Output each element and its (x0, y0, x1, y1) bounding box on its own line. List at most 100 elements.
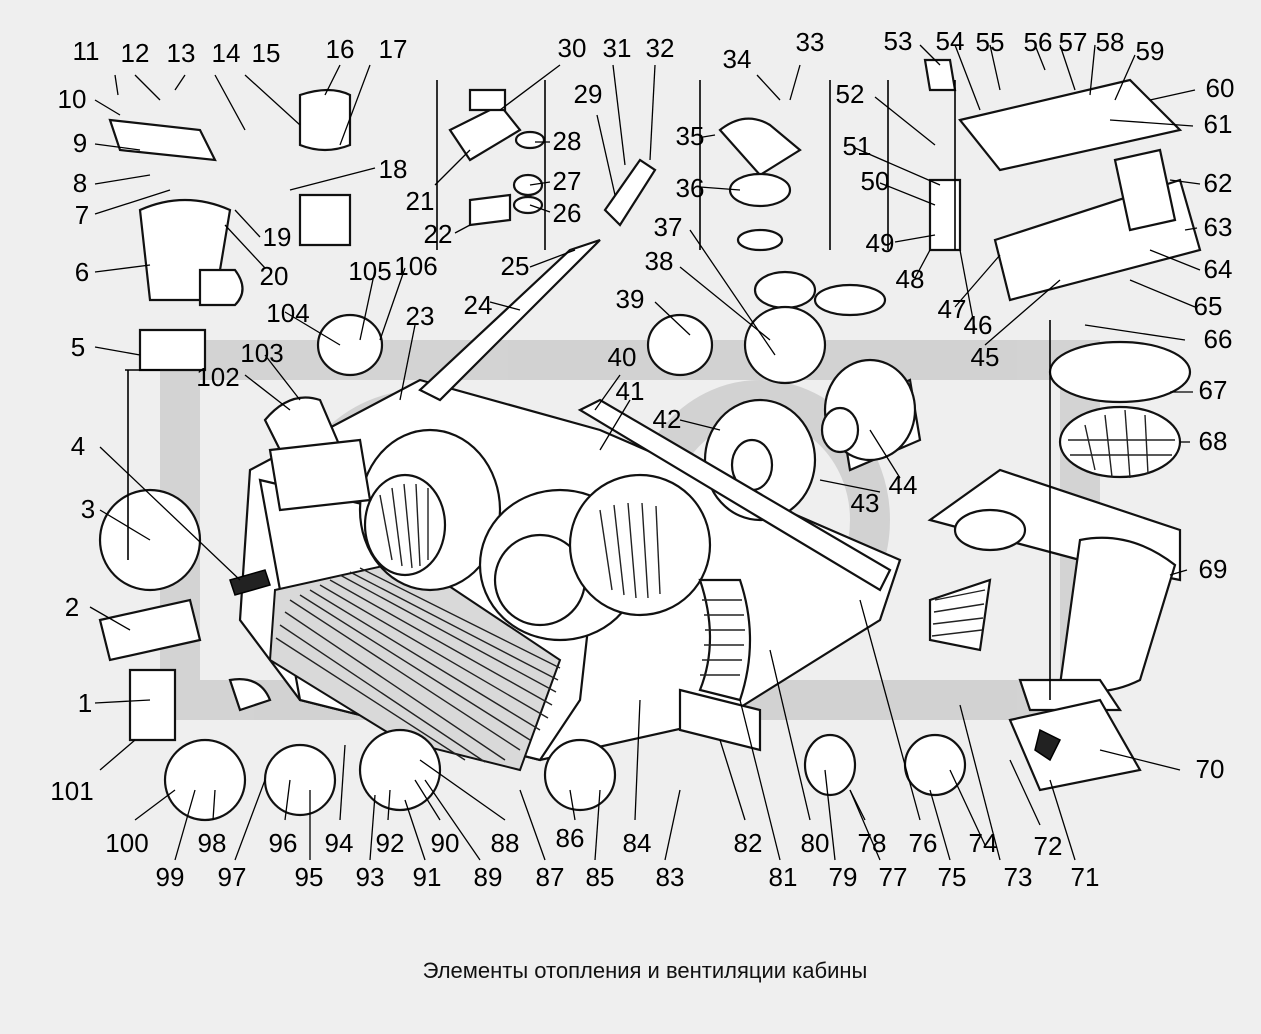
callout-46: 46 (964, 310, 993, 340)
callout-59: 59 (1136, 36, 1165, 66)
callout-79: 79 (829, 862, 858, 892)
leader-lines (89, 44, 1201, 861)
callout-45: 45 (971, 342, 1000, 372)
callout-52: 52 (836, 79, 865, 109)
callout-101: 101 (50, 776, 93, 806)
callout-21: 21 (406, 186, 435, 216)
callout-57: 57 (1059, 27, 1088, 57)
callout-19: 19 (263, 222, 292, 252)
callout-49: 49 (866, 228, 895, 258)
callout-29: 29 (574, 79, 603, 109)
callout-3: 3 (81, 494, 95, 524)
callout-36: 36 (676, 173, 705, 203)
callout-32: 32 (646, 33, 675, 63)
callout-33: 33 (796, 27, 825, 57)
drain-tube (418, 158, 657, 402)
callout-35: 35 (676, 121, 705, 151)
callout-40: 40 (608, 342, 637, 372)
callout-68: 68 (1199, 426, 1228, 456)
callout-47: 47 (938, 294, 967, 324)
callout-20: 20 (260, 261, 289, 291)
callout-11: 11 (73, 36, 100, 66)
callout-6: 6 (75, 257, 89, 287)
callout-70: 70 (1196, 754, 1225, 784)
callout-88: 88 (491, 828, 520, 858)
callout-77: 77 (879, 862, 908, 892)
callout-27: 27 (553, 166, 582, 196)
callout-26: 26 (553, 198, 582, 228)
callout-23: 23 (406, 301, 435, 331)
callout-84: 84 (623, 828, 652, 858)
callout-86: 86 (556, 823, 585, 853)
callout-50: 50 (861, 166, 890, 196)
blower-wheel-right (478, 473, 712, 642)
callout-9: 9 (73, 128, 87, 158)
corrugated-hoses (678, 578, 992, 752)
callout-69: 69 (1199, 554, 1228, 584)
callout-82: 82 (734, 828, 763, 858)
callout-18: 18 (379, 154, 408, 184)
callout-105: 105 (348, 256, 391, 286)
water-valve (108, 88, 352, 372)
callout-14: 14 (212, 38, 241, 68)
callout-24: 24 (464, 290, 493, 320)
callout-96: 96 (269, 828, 298, 858)
callout-34: 34 (723, 44, 752, 74)
callout-60: 60 (1206, 73, 1235, 103)
blower-wheel-left (358, 428, 502, 592)
callout-39: 39 (616, 284, 645, 314)
callout-1: 1 (78, 688, 92, 718)
callout-74: 74 (969, 828, 998, 858)
detail-circles (98, 305, 967, 822)
callout-63: 63 (1204, 212, 1233, 242)
callout-42: 42 (653, 404, 682, 434)
callout-58: 58 (1096, 27, 1125, 57)
group-brackets (125, 80, 1051, 700)
valve-controls (98, 569, 272, 742)
callout-67: 67 (1199, 375, 1228, 405)
callout-2: 2 (65, 592, 79, 622)
callout-17: 17 (379, 34, 408, 64)
callout-12: 12 (121, 38, 150, 68)
support-bracket (577, 398, 892, 592)
callout-100: 100 (105, 828, 148, 858)
callout-99: 99 (156, 862, 185, 892)
callout-92: 92 (376, 828, 405, 858)
callout-93: 93 (356, 862, 385, 892)
fittings-group (448, 88, 802, 252)
callout-8: 8 (73, 168, 87, 198)
callout-81: 81 (769, 862, 798, 892)
callout-51: 51 (843, 131, 872, 161)
callout-97: 97 (218, 862, 247, 892)
callout-106: 106 (394, 251, 437, 281)
callout-90: 90 (431, 828, 460, 858)
callout-75: 75 (938, 862, 967, 892)
vent-grille-group (927, 340, 1192, 712)
callout-41: 41 (616, 376, 645, 406)
callout-87: 87 (536, 862, 565, 892)
callout-54: 54 (936, 26, 965, 56)
callout-80: 80 (801, 828, 830, 858)
callout-91: 91 (413, 862, 442, 892)
exploded-parts-drawing: 1234567891011121314151617181920212223242… (50, 26, 1234, 892)
callout-104: 104 (266, 298, 309, 328)
callout-103: 103 (240, 338, 283, 368)
callout-56: 56 (1024, 27, 1053, 57)
callout-83: 83 (656, 862, 685, 892)
callout-38: 38 (645, 246, 674, 276)
callout-48: 48 (896, 264, 925, 294)
callout-66: 66 (1204, 324, 1233, 354)
callout-71: 71 (1071, 862, 1100, 892)
callout-30: 30 (558, 33, 587, 63)
callout-10: 10 (58, 84, 87, 114)
callout-95: 95 (295, 862, 324, 892)
air-nozzle (263, 396, 372, 512)
callout-89: 89 (474, 862, 503, 892)
callout-64: 64 (1204, 254, 1233, 284)
callout-44: 44 (889, 470, 918, 500)
callout-72: 72 (1034, 831, 1063, 861)
callout-5: 5 (71, 332, 85, 362)
callout-55: 55 (976, 27, 1005, 57)
